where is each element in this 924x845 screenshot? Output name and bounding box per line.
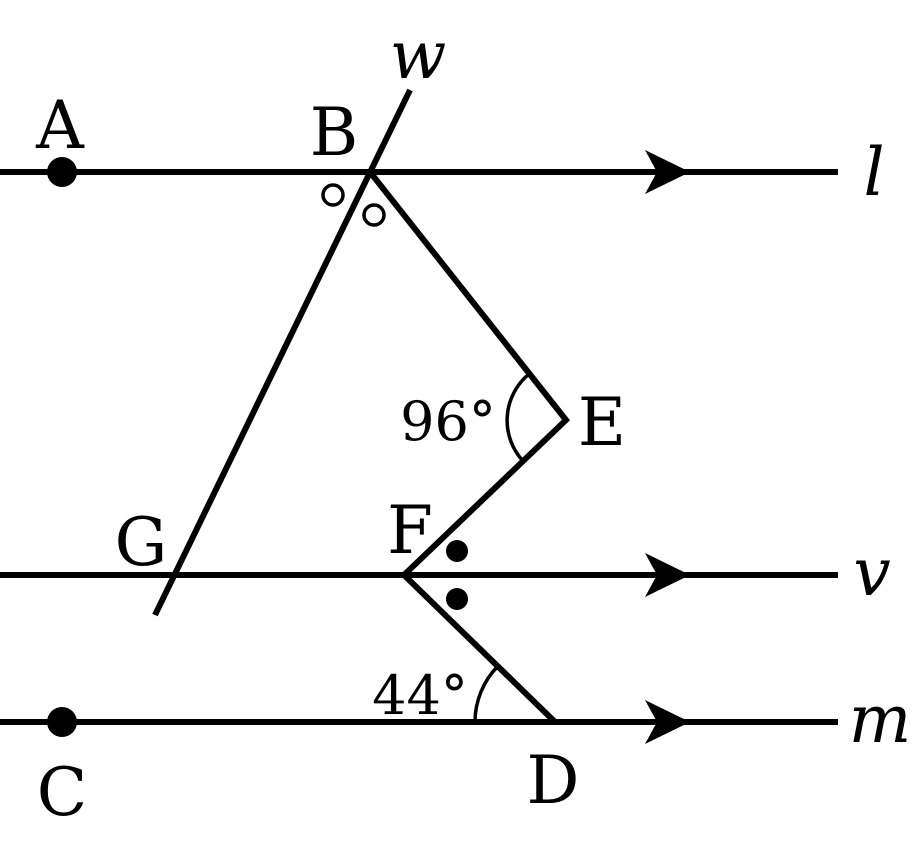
arrow-m	[645, 700, 690, 744]
segment-FD	[401, 572, 558, 725]
label-w: w	[390, 17, 447, 94]
angle-mark-circle	[362, 203, 386, 227]
angle-mark-dot	[446, 540, 468, 562]
label-C: C	[37, 754, 88, 831]
angle-arc-E	[505, 372, 531, 463]
label-m: m	[849, 681, 912, 758]
line-w	[152, 88, 413, 617]
label-A: A	[35, 87, 85, 164]
angle-mark-dot	[446, 588, 468, 610]
segment-BE-EF	[367, 170, 571, 578]
angle-arc-D	[473, 664, 500, 723]
arrow-v	[645, 553, 690, 597]
point-A	[47, 157, 77, 187]
label-E: E	[578, 384, 626, 461]
label-G: G	[115, 504, 168, 581]
angle-label-D: 44°	[372, 664, 468, 727]
label-l: l	[863, 134, 884, 211]
angle-mark-circle	[321, 183, 345, 207]
angle-label-E: 96°	[400, 390, 496, 453]
label-B: B	[310, 94, 359, 171]
point-C	[47, 707, 77, 737]
arrow-l	[645, 150, 690, 194]
label-v: v	[853, 534, 890, 611]
label-D: D	[527, 742, 580, 819]
label-F: F	[387, 492, 433, 569]
